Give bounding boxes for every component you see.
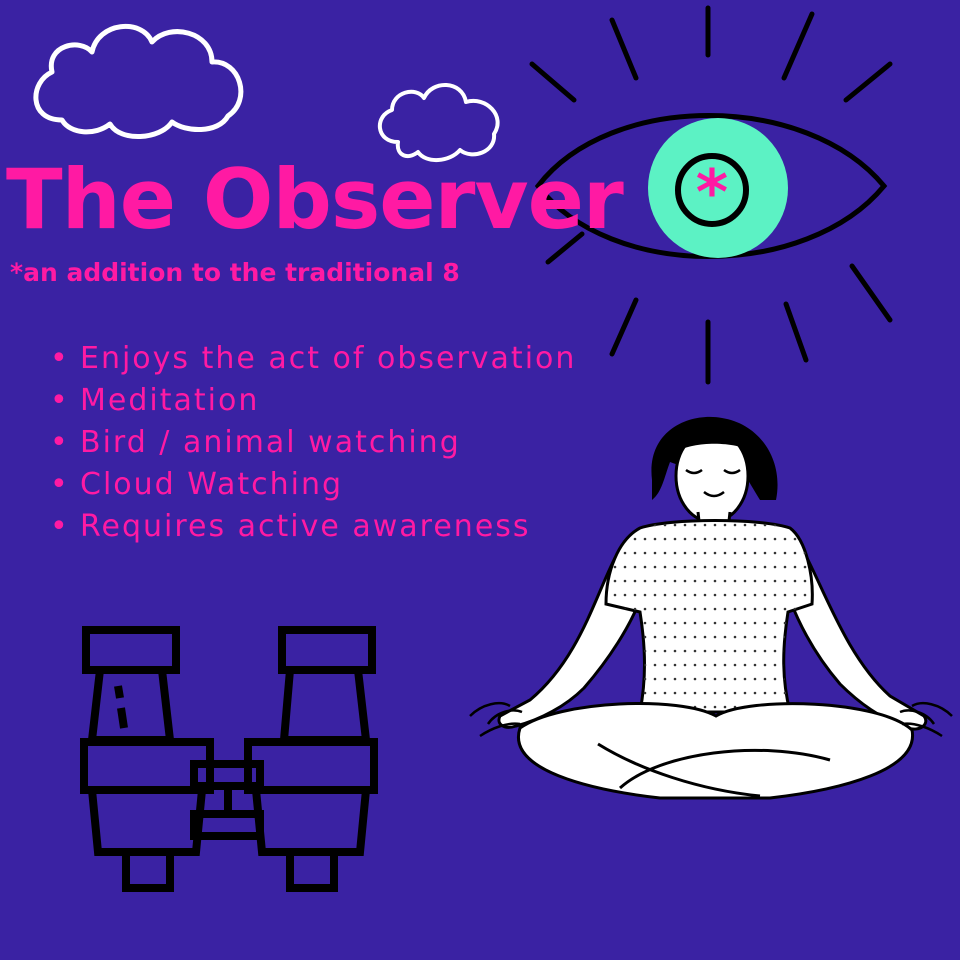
list-item: Bird / animal watching [50,422,576,464]
traits-list: Enjoys the act of observation Meditation… [50,338,576,548]
list-item: Meditation [50,380,576,422]
list-item: Enjoys the act of observation [50,338,576,380]
svg-text:*: * [696,156,728,229]
subtitle: *an addition to the traditional 8 [10,258,460,287]
list-item: Requires active awareness [50,506,576,548]
page-title: The Observer [6,151,624,248]
cloud-icon [33,23,244,139]
cloud-icon [377,83,500,162]
list-item: Cloud Watching [50,464,576,506]
